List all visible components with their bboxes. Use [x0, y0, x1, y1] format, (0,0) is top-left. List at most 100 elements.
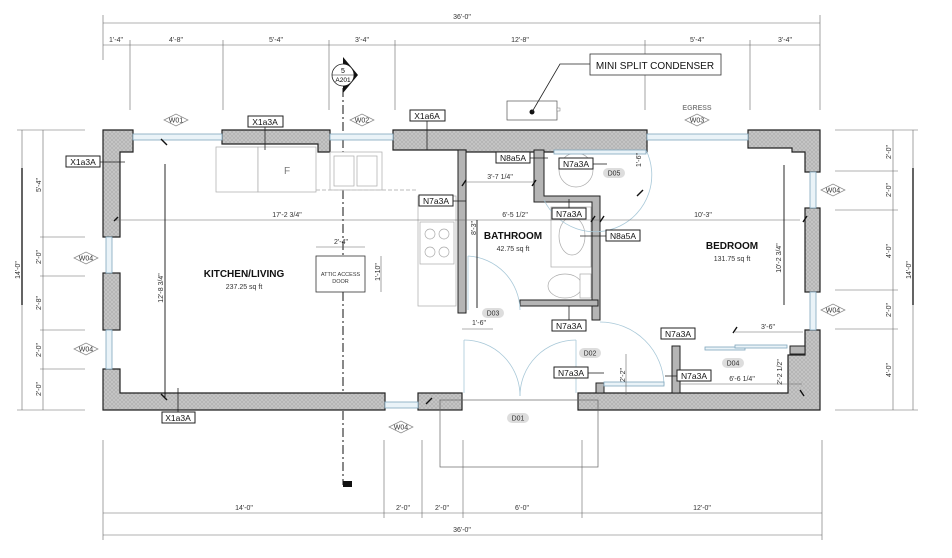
svg-text:N8a5A: N8a5A — [610, 231, 636, 241]
dim-kitchen-depth: 12'-8 3/4" — [158, 273, 165, 303]
dim-bed-closet-d: 2'-2 1/2" — [777, 359, 784, 385]
dim-bed-depth: 10'-2 3/4" — [776, 243, 783, 273]
svg-text:N7a3A: N7a3A — [556, 209, 582, 219]
svg-text:N7a3A: N7a3A — [665, 329, 691, 339]
dim-bath-door: 1'-6" — [472, 320, 486, 327]
door-tag-d02: D02 — [579, 348, 601, 358]
svg-text:D04: D04 — [727, 361, 740, 368]
room-labels: KITCHEN/LIVING 237.25 sq ft BATHROOM 42.… — [204, 231, 758, 291]
dim-right-3: 4'-0" — [886, 244, 893, 258]
wall-tag: X1a3A — [161, 411, 196, 424]
dim-top-6: 5'-4" — [690, 37, 704, 44]
windows — [105, 133, 817, 409]
window-tag-w04: W04 — [820, 183, 846, 197]
wall-tag: X1a3A — [247, 115, 284, 128]
window-tag-w04: W04 — [73, 251, 99, 265]
svg-text:W04: W04 — [79, 347, 94, 354]
dim-top-2: 4'-8" — [169, 37, 183, 44]
mini-split-condenser: MINI SPLIT CONDENSER — [506, 53, 722, 121]
dim-left-2: 2'-0" — [36, 250, 43, 264]
svg-text:W03: W03 — [690, 118, 705, 125]
dim-hall-closet: 2'-2" — [620, 368, 627, 382]
svg-text:N7a3A: N7a3A — [423, 196, 449, 206]
dim-bottom-1: 14'-0" — [235, 505, 253, 512]
interior-walls — [457, 149, 806, 394]
dim-bottom-4: 6'-0" — [515, 505, 529, 512]
dim-bottom-3: 2'-0" — [435, 505, 449, 512]
dim-bed-width: 10'-3" — [694, 212, 712, 219]
dim-right-5: 4'-0" — [886, 363, 893, 377]
door-tag-d05: D05 — [603, 168, 625, 178]
dim-bath-closet: 3'-7 1/4" — [487, 174, 513, 181]
wall-tag: N8a5A — [495, 151, 531, 164]
wall-tag: N7a3A — [558, 157, 594, 170]
dim-attic-w: 2'-4" — [334, 239, 348, 246]
wall-tag: N7a3A — [553, 366, 589, 379]
dim-right-1: 2'-0" — [886, 145, 893, 159]
left-dimensions: 14'-0" 5'-4" 2'-0" 2'-8" 2'-0" 2'-0" — [15, 129, 85, 411]
attic-label: ATTIC ACCESS DOOR — [320, 272, 361, 285]
condenser-callout: MINI SPLIT CONDENSER — [596, 61, 714, 72]
wall-tag: X1a6A — [409, 109, 446, 122]
wall-tag: N7a3A — [551, 207, 587, 220]
svg-text:N7a3A: N7a3A — [556, 321, 582, 331]
stove — [419, 221, 455, 265]
dim-right-4: 2'-0" — [886, 303, 893, 317]
room-bathroom-name: BATHROOM — [484, 231, 542, 242]
wall-tag: N7a3A — [676, 369, 712, 382]
section-marker[interactable]: 5 A201 — [331, 57, 358, 487]
dim-top-7: 3'-4" — [778, 37, 792, 44]
wall-tag: N7a3A — [418, 194, 454, 207]
dim-bath-depth: 8'-3" — [471, 221, 478, 235]
svg-text:W02: W02 — [355, 118, 370, 125]
dim-bottom-5: 12'-0" — [693, 505, 711, 512]
dim-closet-door: 1'-6" — [636, 153, 643, 167]
room-bedroom-name: BEDROOM — [706, 241, 758, 252]
refrigerator — [257, 146, 317, 193]
door-tag-d04: D04 — [722, 358, 744, 368]
attic-access: ATTIC ACCESS DOOR — [315, 255, 366, 293]
exterior-walls — [102, 129, 821, 411]
wall-tag: N7a3A — [551, 319, 587, 332]
dim-top-4: 3'-4" — [355, 37, 369, 44]
window-tag-w04: W04 — [820, 303, 846, 317]
kitchen-fixtures: F — [215, 146, 457, 307]
svg-text:N7a3A: N7a3A — [681, 371, 707, 381]
svg-text:W04: W04 — [826, 188, 841, 195]
dim-bath-width: 6'-5 1/2" — [502, 212, 528, 219]
svg-text:X1a3A: X1a3A — [165, 413, 191, 423]
bottom-dimensions: 14'-0" 2'-0" 2'-0" 6'-0" 12'-0" 36'-0" — [102, 440, 823, 540]
svg-text:W04: W04 — [79, 256, 94, 263]
svg-text:N8a5A: N8a5A — [500, 153, 526, 163]
svg-text:W04: W04 — [394, 425, 409, 432]
overall-dim-left: 14'-0" — [15, 261, 22, 279]
svg-text:W01: W01 — [169, 118, 184, 125]
svg-text:N7a3A: N7a3A — [563, 159, 589, 169]
svg-text:X1a3A: X1a3A — [70, 157, 96, 167]
svg-text:D01: D01 — [512, 416, 525, 423]
wall-tag: X1a3A — [65, 155, 101, 168]
dim-left-5: 2'-0" — [36, 382, 43, 396]
bathroom-fixtures — [547, 152, 594, 299]
svg-text:X1a6A: X1a6A — [414, 111, 440, 121]
overall-dim-right: 14'-0" — [906, 261, 913, 279]
door-tag-d01: D01 — [507, 413, 529, 423]
dim-kitchen-width: 17'-2 3/4" — [272, 212, 302, 219]
wall-tags: X1a3A X1a6A X1a3A X1a3A N8a5A N7a3A N7a3… — [65, 109, 712, 424]
dim-attic-h: 1'-10" — [375, 263, 382, 281]
fridge-label: F — [284, 166, 290, 177]
svg-text:N7a3A: N7a3A — [558, 368, 584, 378]
toilet — [547, 273, 583, 299]
right-dimensions: 2'-0" 2'-0" 4'-0" 2'-0" 4'-0" 14'-0" — [835, 129, 918, 411]
room-kitchen-area: 237.25 sq ft — [226, 284, 263, 291]
window-tags: W01 W02 EGRESS W03 W04 W04 W04 W04 W04 — [73, 105, 846, 434]
svg-text:D05: D05 — [608, 171, 621, 178]
overall-dim-top: 36'-0" — [453, 14, 471, 21]
window-tag-w03: W03 — [684, 113, 710, 127]
dim-top-1: 1'-4" — [109, 37, 123, 44]
window-tag-w02: W02 — [349, 113, 375, 127]
section-number: 5 — [341, 68, 345, 75]
dim-bed-closet-door: 3'-6" — [761, 324, 775, 331]
dim-top-5: 12'-8" — [511, 37, 529, 44]
